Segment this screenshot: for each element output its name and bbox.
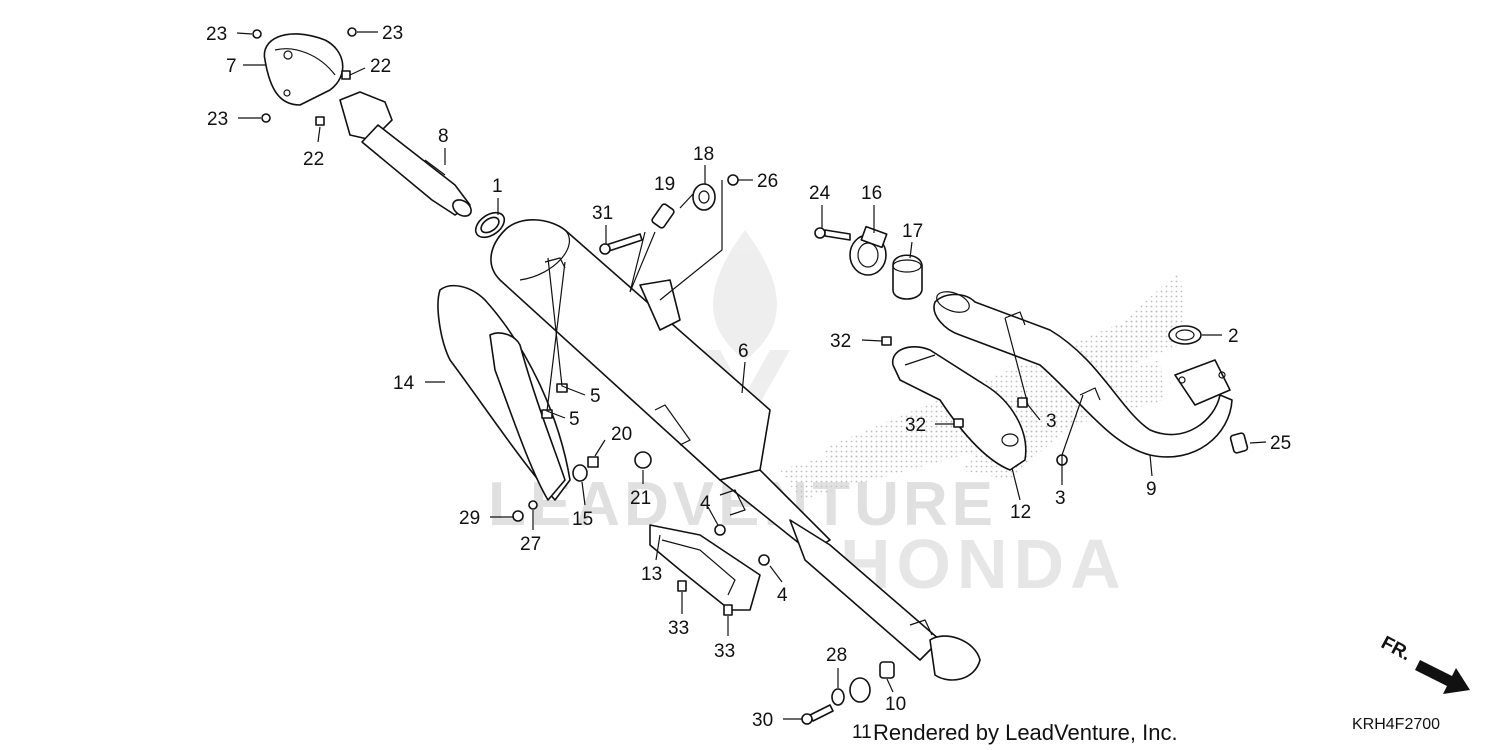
callout-17: 17 — [902, 221, 923, 242]
callout-16: 16 — [861, 183, 882, 204]
callout-5: 5 — [569, 409, 580, 430]
grommet-15 — [572, 464, 588, 482]
callout-25: 25 — [1270, 433, 1291, 454]
bolt-31 — [599, 233, 643, 255]
part-13-bracket — [649, 524, 761, 611]
callout-33: 33 — [668, 618, 689, 639]
washer-28 — [831, 688, 845, 706]
callout-2: 2 — [1228, 326, 1239, 347]
nut-25 — [1229, 432, 1249, 454]
callout-22: 22 — [303, 149, 324, 170]
nut-3-a — [1017, 397, 1028, 408]
callout-7: 7 — [226, 56, 237, 77]
callout-1: 1 — [492, 176, 503, 197]
bolt-22-b — [315, 116, 325, 126]
bolt-23-c — [261, 113, 271, 123]
callout-labels: 23 23 7 22 23 22 8 1 18 19 26 31 24 16 1… — [206, 23, 1291, 743]
callout-10: 10 — [885, 694, 906, 715]
callout-31: 31 — [592, 203, 613, 224]
callout-19: 19 — [654, 174, 675, 195]
callout-20: 20 — [611, 424, 632, 445]
callout-23: 23 — [206, 24, 227, 45]
callout-21: 21 — [630, 488, 651, 509]
bolt-23-b — [347, 27, 357, 37]
part-14-muffler-guard — [437, 284, 571, 501]
callout-22: 22 — [370, 56, 391, 77]
callout-9: 9 — [1146, 479, 1157, 500]
callout-33: 33 — [714, 641, 735, 662]
honda-watermark: HONDA — [840, 525, 1127, 603]
credit-text: Rendered by LeadVenture, Inc. — [873, 720, 1178, 745]
gasket-2 — [1168, 325, 1202, 345]
callout-32: 32 — [905, 415, 926, 436]
collar-10 — [879, 661, 895, 679]
callout-32: 32 — [830, 331, 851, 352]
callout-4: 4 — [777, 585, 788, 606]
callout-6: 6 — [738, 341, 749, 362]
callout-3: 3 — [1046, 411, 1057, 432]
callout-3: 3 — [1055, 488, 1066, 509]
callout-12: 12 — [1010, 502, 1031, 523]
part-12-pipe-protector — [892, 346, 1027, 471]
washer-27 — [528, 500, 538, 510]
front-label: FR. — [1378, 632, 1415, 665]
grommet-11 — [849, 677, 871, 703]
callout-14: 14 — [393, 373, 415, 394]
part-1-gasket — [474, 211, 506, 239]
callout-30: 30 — [752, 710, 773, 731]
leader-lines — [236, 31, 1267, 720]
callout-5: 5 — [590, 386, 601, 407]
callout-27: 27 — [520, 534, 541, 555]
part-6-muffler — [490, 219, 981, 681]
bolt-30 — [801, 704, 834, 725]
part-7-end-cap-shield — [263, 33, 344, 106]
bolt-33-b — [723, 604, 733, 616]
callout-24: 24 — [809, 183, 831, 204]
part-9-exhaust-pipe — [933, 291, 1233, 458]
callout-4: 4 — [700, 493, 711, 514]
nut-20 — [587, 456, 599, 468]
bolt-32-a — [881, 336, 892, 346]
callout-23: 23 — [382, 23, 403, 44]
collar-21 — [634, 451, 652, 469]
bolt-32-b — [953, 418, 964, 428]
bolt-24 — [814, 227, 851, 241]
bolt-33-a — [677, 580, 687, 592]
callout-11: 11 — [852, 722, 872, 743]
bolt-29 — [512, 510, 524, 522]
bolt-23-a — [252, 29, 262, 39]
callout-15: 15 — [572, 509, 593, 530]
callout-23: 23 — [207, 109, 228, 130]
washer-4-a — [714, 524, 726, 536]
callout-13: 13 — [641, 564, 662, 585]
washer-4-b — [758, 554, 770, 566]
bolt-22-a — [341, 70, 351, 80]
callout-18: 18 — [693, 144, 714, 165]
callout-29: 29 — [459, 508, 480, 529]
callout-26: 26 — [757, 171, 778, 192]
callout-8: 8 — [438, 126, 449, 147]
front-arrow-icon — [1415, 660, 1470, 694]
part-8-tail-pipe — [339, 91, 472, 217]
washer-26 — [727, 174, 739, 186]
diagram-code: KRH4F2700 — [1352, 716, 1440, 733]
part-16-clamp — [849, 225, 888, 276]
front-direction-indicator: FR. — [1378, 632, 1470, 694]
grommet-18 — [692, 183, 716, 211]
collar-19 — [651, 203, 675, 229]
callout-28: 28 — [826, 645, 847, 666]
part-17-joint-gasket — [892, 254, 923, 300]
